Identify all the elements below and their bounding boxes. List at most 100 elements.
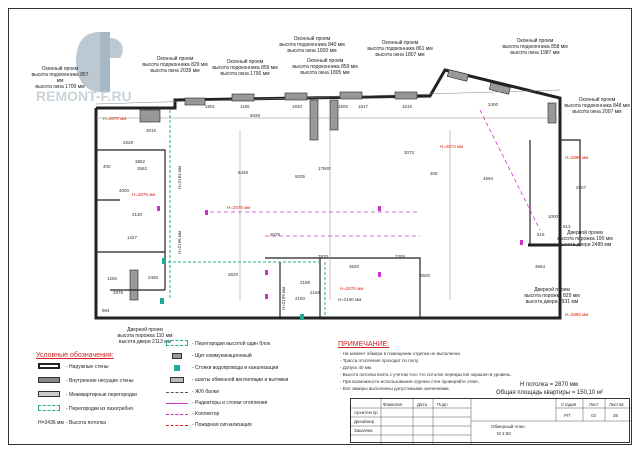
opening-label: Оконный проем высота подоконника 829 мм … (142, 56, 208, 74)
collector-swatch (166, 414, 188, 416)
dimension-label: 2168 (310, 290, 321, 295)
note-line: - Все замеры выполнены допустимыми значе… (340, 386, 450, 391)
legend-item: - Перегородки из пазогребня (66, 406, 133, 412)
dimension-label: 400 (103, 164, 111, 169)
outer-wall-swatch (38, 363, 60, 369)
dimension-label: 2628 (123, 140, 134, 145)
dimension-label: 1260 (107, 276, 118, 281)
note-line: - Допуск 40 мм. (340, 365, 373, 370)
legend-title: Условные обозначения: (36, 352, 114, 359)
dimension-label: 9205 (295, 174, 306, 179)
dimension-label: 2507 (576, 185, 587, 190)
brand-logo-text: REMONT-F.RU (36, 88, 132, 104)
dimension-label: 4000 (119, 188, 130, 193)
opening-label: Оконный проем высота подоконника 859 мм … (292, 58, 358, 76)
dimension-label: 17600 (318, 166, 331, 171)
ceiling-height-mark: Н=2876 мм (340, 286, 364, 291)
note-line: - На момент обмера в помещении отделка н… (340, 351, 461, 356)
ceiling-height-mark: Н=2876 мм (132, 192, 156, 197)
sheet-header: Листов (609, 402, 624, 407)
opening-label: Оконный проем высота подоконника 861 мм … (367, 40, 433, 58)
dimension-label: 6348 (238, 170, 249, 175)
legend-item: - Межквартирные перегородки (66, 392, 137, 398)
panel-swatch (172, 353, 182, 359)
dimension-label: 1600 (338, 104, 349, 109)
dimension-label: 2198 (300, 280, 311, 285)
fire-alarm-swatch (166, 425, 188, 427)
partition-swatch (38, 391, 60, 397)
dimension-label: 305 (430, 171, 438, 176)
logo-mark-icon (76, 32, 123, 92)
dimension-label: 3562 (137, 166, 148, 171)
opening-label: Дверной проем высота порожка 110 мм высо… (117, 327, 173, 345)
sheet-header: Стадия (561, 402, 577, 407)
dimension-label: 3620 (349, 264, 360, 269)
drawing-scale: М 1:60 (497, 431, 511, 436)
shaft-swatch (170, 377, 184, 383)
legend-item: - Пожарная сигнализация (192, 422, 252, 428)
legend-item: - Радиаторы и стояки отопления (192, 400, 268, 406)
stamp-role: Дизайнер (354, 419, 375, 424)
dimension-label: 613 (563, 224, 571, 229)
notes-title: ПРИМЕЧАНИЕ: (338, 341, 390, 348)
dimension-label: 3072 (404, 150, 415, 155)
riser-swatch (174, 365, 180, 371)
dimension-label: 3570 (318, 254, 329, 259)
opening-label: Оконный проем высота подоконника 840 мм … (279, 36, 345, 54)
opening-label: Оконный проем высота подоконника 859 мм … (212, 59, 278, 77)
ceiling-height-mark: Н=2870 мм (103, 116, 127, 121)
dimension-label: 1640 (292, 104, 303, 109)
legend-item: - Ж/б балки (192, 389, 219, 395)
sheet-header: Лист (589, 402, 599, 407)
legend-item: - Высота потолка (66, 420, 106, 426)
block-partition-swatch (38, 405, 60, 411)
stamp-header: Подп (437, 402, 448, 407)
title-block-grid (351, 399, 631, 444)
ceiling-height-mark: Н=2874 мм (440, 144, 464, 149)
dimension-label: 964 (102, 308, 110, 313)
title-block: Фамилия Дата Подп Архитектор Дизайнер За… (350, 398, 631, 444)
opening-label: Дверной проем высота порожка 190 мм высо… (557, 230, 613, 248)
opening-label: Дверной проем высота порожка 829 мм высо… (524, 287, 580, 305)
legend-item: - Щит коммуникационный (192, 353, 252, 359)
note-line: - Трасса отопления проходит по полу. (340, 358, 419, 363)
dimension-label: 2305 (395, 254, 406, 259)
dimension-label: 3862 (135, 159, 146, 164)
ceiling-height-mark: Н=2875 мм (227, 205, 251, 210)
opening-label: Оконный проем высота подоконника 848 мм … (564, 97, 630, 115)
drawing-title: Обмерный план. (491, 424, 526, 429)
ceiling-height-mark: Н=2880 мм (565, 312, 589, 317)
dimension-label: 4694 (483, 176, 494, 181)
dimension-label: 2130 (132, 212, 143, 217)
dimension-label: 2676 (270, 232, 281, 237)
opening-label: Оконный проем высота подоконника 858 мм … (502, 38, 568, 56)
area-summary: Общая площадь квартиры = 150,10 м² (496, 390, 604, 396)
ceiling-summary: Н потолка = 2870 мм (520, 382, 579, 388)
dimension-label: 1427 (127, 235, 138, 240)
stamp-header: Фамилия (383, 402, 403, 407)
low-partition-swatch (166, 340, 188, 346)
height-mark: Н=2196 мм (177, 230, 183, 255)
ceiling-sample: Н=2436 мм (38, 420, 64, 426)
dimension-label: 1000 (548, 214, 559, 219)
radiator-swatch (166, 403, 188, 405)
dimension-label: 5028 (250, 113, 261, 118)
dimension-label: 2460 (148, 275, 159, 280)
dimension-label: 615 (537, 232, 545, 237)
legend-item: - Наружные стены (66, 364, 109, 370)
drawing-sheet (8, 8, 632, 445)
stamp-role: Заказчик (354, 428, 373, 433)
inner-wall-swatch (38, 377, 60, 383)
height-mark: Н=2164 мм (177, 165, 183, 190)
dimension-label: 1185 (240, 104, 250, 109)
opening-label: Оконный проем высота подоконника 857 мм … (31, 66, 89, 90)
dimension-label: 1817 (358, 104, 369, 109)
dimension-label: 1615 (402, 104, 413, 109)
legend-item: - шахты обменной вентиляции и вытяжки (192, 377, 289, 383)
dimension-label: 3620 (228, 272, 239, 277)
stamp-header: Дата (417, 402, 427, 407)
dimension-label: 2878 (113, 290, 124, 295)
height-mark: Н=2190 мм (338, 297, 362, 302)
legend-item: - Перегородки высотой один блок (192, 341, 271, 347)
stamp-role: Архитектор (354, 410, 378, 415)
